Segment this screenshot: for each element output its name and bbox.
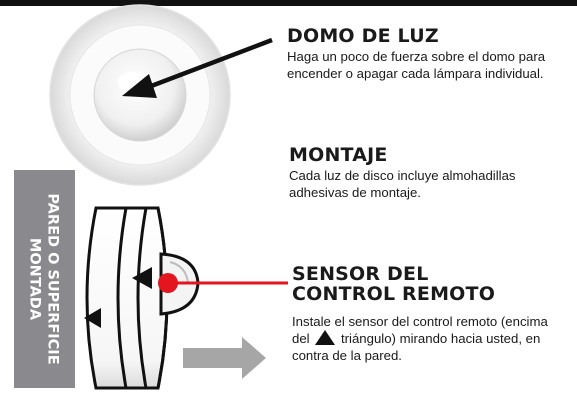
sensor-section: SENSOR DEL CONTROL REMOTO Instale el sen… (292, 264, 562, 364)
sensor-heading-line1: SENSOR DEL (292, 263, 429, 285)
dome-heading: DOMO DE LUZ (287, 25, 439, 47)
mount-section: MONTAJE Cada luz de disco incluye almoha… (289, 145, 559, 201)
sensor-description: Instale el sensor del control remoto (en… (292, 313, 562, 364)
wall-label: PARED O SUPERFICIE MONTADA (16, 170, 72, 388)
disc-light-side-view (84, 206, 200, 390)
wall-label-line1: PARED O SUPERFICIE (45, 193, 61, 365)
top-rule (0, 0, 577, 6)
direction-arrow-icon (183, 337, 266, 379)
dome-pointer-arrow (122, 37, 273, 98)
sensor-description-part1: Instale el sensor del control remoto (en… (292, 314, 548, 346)
wall-panel (14, 170, 75, 388)
sensor-heading-line2: CONTROL REMOTO (292, 283, 496, 305)
triangle-marker-icon (132, 267, 152, 289)
wall-label-line2: MONTADA (27, 237, 43, 321)
mount-description: Cada luz de disco incluye almohadillas a… (289, 168, 516, 200)
dome-section: DOMO DE LUZ Haga un poco de fuerza sobre… (287, 26, 572, 82)
sensor-pointer (158, 273, 288, 293)
sensor-description-part2: triángulo) mirando hacia usted, en contr… (292, 331, 541, 363)
dome-description: Haga un poco de fuerza sobre el domo par… (287, 49, 546, 81)
triangle-icon (315, 330, 336, 345)
mount-heading: MONTAJE (289, 144, 388, 166)
